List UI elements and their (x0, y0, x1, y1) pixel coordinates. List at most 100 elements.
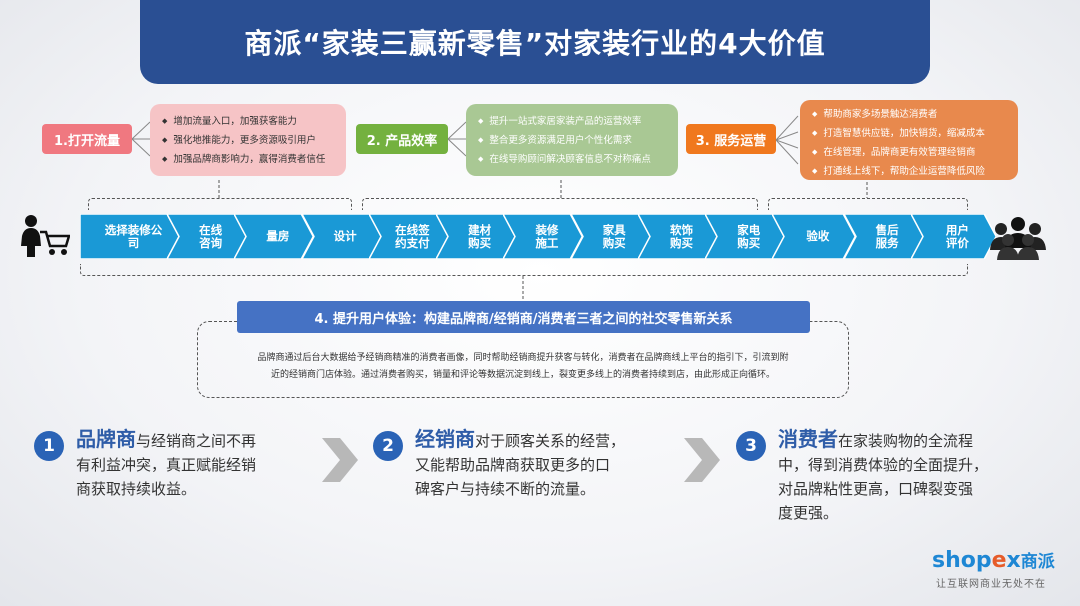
flow-chevron-shape (167, 214, 247, 259)
flow-step-line: 家电 (737, 222, 761, 237)
flow-step: 家具购买 (570, 214, 650, 259)
flow-chevron-shape (234, 214, 314, 259)
chevron-right-icon (684, 438, 720, 482)
flow-step: 在线签约支付 (368, 214, 449, 259)
flow-step-line: 约支付 (395, 235, 430, 250)
flow-step-line: 服务 (875, 235, 899, 250)
ux-description-line: 品牌商通过后台大数据给予经销商精准的消费者画像，同时帮助经销商提升获客与转化，消… (257, 353, 789, 363)
benefit-highlight: 品牌商 (76, 427, 136, 451)
value-item: 加强品牌商影响力，赢得消费者信任 (162, 150, 336, 169)
flow-step-label: 设计 (326, 230, 357, 243)
flow-step-label: 量房 (258, 230, 289, 243)
flow-chevron-shape (80, 214, 180, 259)
value-label-2: 2. 产品效率 (356, 124, 448, 154)
flow-step-line: 在线签 (395, 222, 430, 237)
value-item: 整合更多资源满足用户个性化需求 (478, 131, 668, 150)
process-flow: 选择装修公司在线咨询量房设计在线签约支付建材购买装修施工家具购买软饰购买家电购买… (80, 214, 996, 259)
page-title: 商派“家装三赢新零售”对家装行业的4大价值 (140, 0, 930, 84)
benefit-line: 碑客户与持续不断的流量。 (415, 480, 596, 498)
flow-step-line: 购买 (737, 235, 761, 250)
bracket-tick-2 (560, 180, 562, 198)
flow-step-line: 量房 (266, 229, 290, 243)
flow-step: 家电购买 (705, 214, 785, 259)
logo-part: e (991, 548, 1007, 573)
flow-step-line: 在线 (199, 222, 223, 237)
benefit-1: 1 品牌商与经销商之间不再 有利益冲突，真正赋能经销 商获取持续收益。 (34, 427, 324, 517)
benefit-line: 对品牌粘性更高，口碑裂变强 (778, 480, 974, 498)
flow-step-line: 装修 (535, 222, 559, 237)
benefit-line: 中，得到消费体验的全面提升， (778, 456, 989, 474)
flow-step-line: 选择装修公 (104, 222, 163, 237)
flow-step-line: 施工 (535, 235, 559, 250)
benefit-line: 在家装购物的全流程 (838, 432, 974, 450)
connector-1 (132, 121, 151, 157)
flow-step-line: 购买 (468, 235, 492, 250)
logo-wordmark: shopex商派 (932, 548, 1072, 575)
value-item: 提升一站式家居家装产品的运营效率 (478, 112, 668, 131)
flow-chevron-shape (570, 214, 650, 259)
benefit-line: 又能帮助品牌商获取更多的口 (415, 456, 611, 474)
value-item: 在线导购顾问解决顾客信息不对称痛点 (478, 150, 668, 169)
benefit-text: 品牌商与经销商之间不再 有利益冲突，真正赋能经销 商获取持续收益。 (76, 427, 256, 501)
flow-step: 在线咨询 (167, 214, 247, 259)
crowd-icon (990, 217, 1046, 260)
flow-step-line: 司 (127, 235, 140, 250)
benefit-number: 1 (34, 431, 64, 461)
flow-step: 软饰购买 (637, 214, 718, 259)
flow-step-label: 在线签约支付 (387, 222, 430, 250)
value-item: 强化地推能力，更多资源吸引用户 (162, 131, 336, 150)
value-label-1: 1.打开流量 (42, 124, 132, 154)
flow-step-label: 建材购买 (460, 222, 492, 250)
bracket-tick-1 (218, 180, 220, 198)
flow-step: 量房 (234, 214, 314, 259)
benefit-highlight: 经销商 (415, 427, 475, 451)
bracket-tick-3 (866, 182, 868, 198)
flow-step-label: 选择装修公司 (97, 222, 163, 250)
flow-chevron-shape (705, 214, 785, 259)
benefit-line: 度更强。 (778, 504, 839, 522)
flow-step-line: 用户 (945, 222, 969, 237)
flow-step-label: 家电购买 (729, 222, 761, 250)
flow-step-line: 验收 (806, 229, 830, 243)
flow-chevron-shape (301, 214, 381, 259)
ux-value-bar: 4. 提升用户体验：构建品牌商/经销商/消费者三者之间的社交零售新关系 (237, 301, 810, 333)
value-box-1: 增加流量入口，加强获客能力 强化地推能力，更多资源吸引用户 加强品牌商影响力，赢… (150, 104, 346, 176)
consumer-with-cart-icon (21, 215, 70, 257)
benefit-line: 商获取持续收益。 (76, 480, 197, 498)
flow-step: 验收 (772, 214, 856, 259)
flow-step-line: 建材 (468, 222, 492, 237)
value-box-3: 帮助商家多场景触达消费者 打造智慧供应链，加快销货，缩减成本 在线管理，品牌商更… (800, 100, 1018, 180)
flow-step-line: 购买 (669, 235, 693, 250)
flow-chevron-shape (436, 214, 516, 259)
benefit-number: 3 (736, 431, 766, 461)
flow-step-line: 咨询 (199, 235, 223, 250)
flow-chevron-shape (503, 214, 583, 259)
value-item: 打造智慧供应链，加快销货，缩减成本 (812, 124, 1008, 143)
flow-step-line: 家具 (602, 222, 626, 237)
flow-step-label: 在线咨询 (191, 222, 223, 250)
benefit-text: 经销商对于顾客关系的经营， 又能帮助品牌商获取更多的口 碑客户与持续不断的流量。 (415, 427, 625, 501)
benefit-3: 3 消费者在家装购物的全流程 中，得到消费体验的全面提升， 对品牌粘性更高，口碑… (736, 427, 1046, 527)
connector-3 (776, 115, 799, 165)
flow-chevron-shape (368, 214, 449, 259)
flow-step-label: 家具购买 (595, 222, 626, 250)
value-box-2: 提升一站式家居家装产品的运营效率 整合更多资源满足用户个性化需求 在线导购顾问解… (466, 104, 678, 176)
benefit-number: 2 (373, 431, 403, 461)
flow-step: 选择装修公司 (80, 214, 180, 259)
flow-step: 装修施工 (503, 214, 583, 259)
flow-step-line: 售后 (875, 222, 899, 237)
flow-step: 售后服务 (843, 214, 923, 259)
benefit-line: 对于顾客关系的经营， (475, 432, 626, 450)
value-item: 在线管理，品牌商更有效管理经销商 (812, 143, 1008, 162)
flow-chevron-shape (772, 214, 856, 259)
flow-step: 用户评价 (910, 214, 996, 259)
chevron-right-icon (322, 438, 358, 482)
flow-step-label: 装修施工 (527, 222, 559, 250)
flow-step-label: 软饰购买 (662, 223, 693, 250)
value-item: 帮助商家多场景触达消费者 (812, 105, 1008, 124)
flow-step: 建材购买 (436, 214, 516, 259)
flow-step: 设计 (301, 214, 381, 259)
bracket-top-1 (88, 198, 352, 210)
flow-chevron-shape (843, 214, 923, 259)
